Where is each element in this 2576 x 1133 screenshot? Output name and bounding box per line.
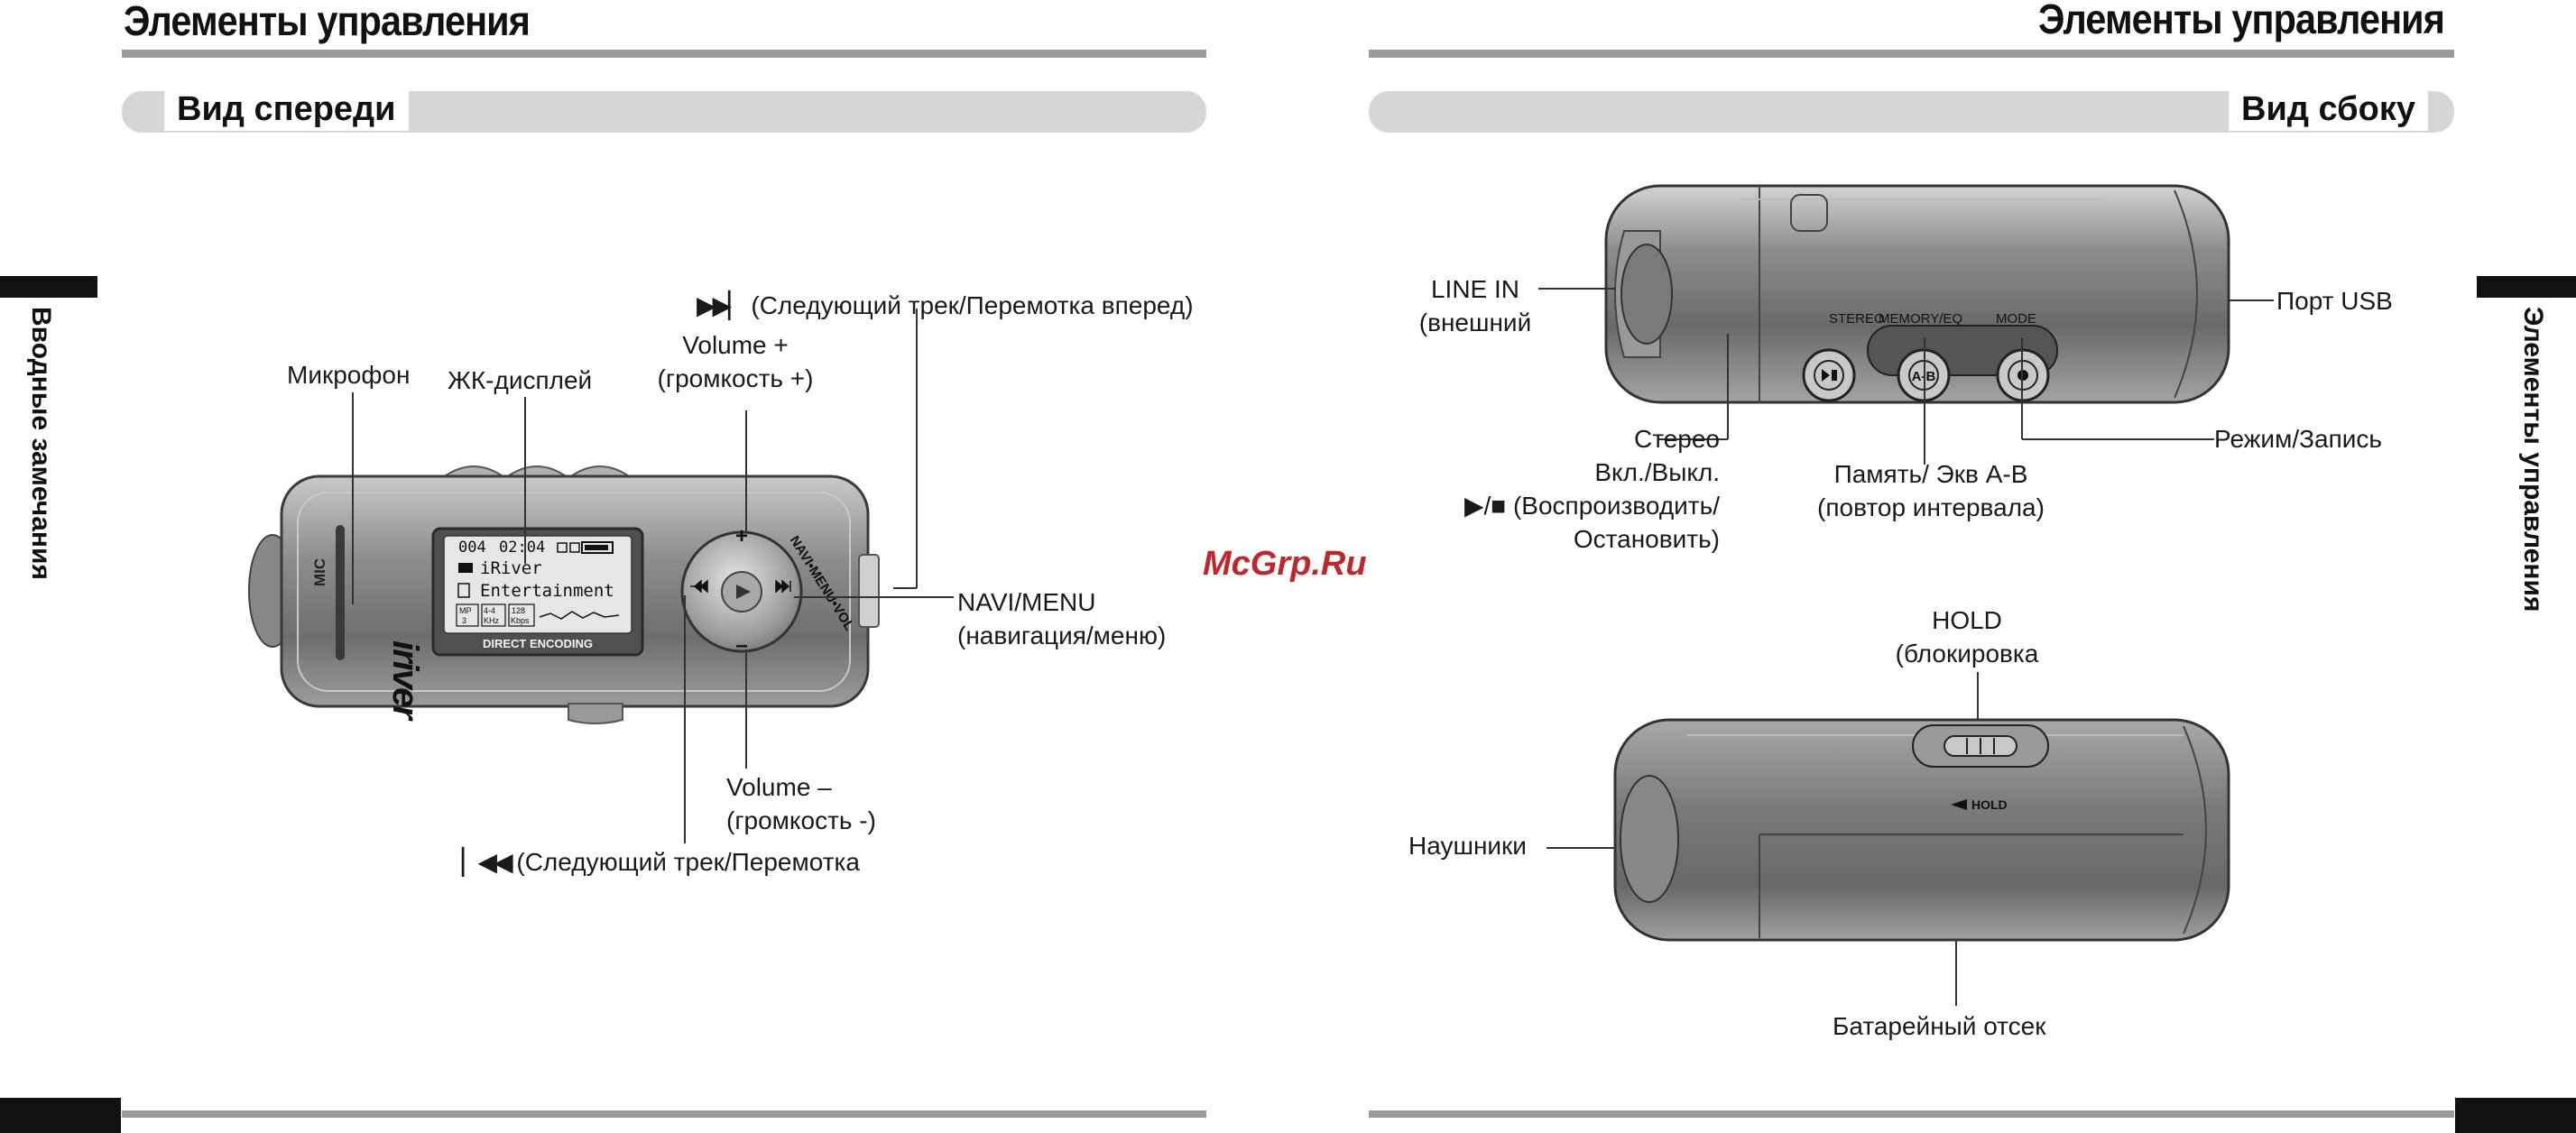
lcd-badge1b: 3 [462,616,466,625]
lcd-time: 02:04 [499,539,545,557]
label-stereo-play: Стерео Вкл./Выкл. ▶/■ (Воспроизводить/ О… [1408,422,1720,556]
label-usb-port: Порт USB [2276,287,2393,315]
label-stereo: Стерео [1633,425,1720,453]
label-prev-track: ▏◀◀ (Следующий трек/Перемотка [462,845,860,879]
battery-icon [581,541,614,554]
side-top-device-illustration: STEREO MEMORY/EQ MODE A-B [1604,184,2230,404]
next-mark-icon [775,579,791,594]
label-stop: Остановить) [1573,525,1720,553]
stereo-mark: STEREO [1829,311,1885,327]
label-volume-minus-ru: (громкость -) [726,806,876,834]
mic-text: MIC [311,558,328,586]
label-next-track-text: (Следующий трек/Перемотка вперед) [751,291,1194,319]
lcd-waveform [539,611,620,620]
line-in-jack[interactable] [1620,244,1673,345]
side-leader-lines [1538,288,2274,1006]
label-hold-ru: (блокировка [1895,640,2039,668]
section-title-side: Вид сбоку [2229,88,2428,131]
headphone-jack[interactable] [1620,775,1679,903]
prev-track-icon: ▏◀◀ [462,848,513,876]
side-tab-right-text: Элементы управления [2518,307,2548,613]
watermark: McGrp.Ru [1203,545,1367,583]
section-title-front: Вид спереди [164,88,409,131]
lcd-line2: Entertainment [480,581,614,601]
label-lcd: ЖК-дисплей [448,366,593,394]
label-battery: Батарейный отсек [1833,1012,2046,1040]
side-tab-left-text: Вводные замечания [26,307,56,580]
label-volume-minus-en: Volume – [726,773,832,801]
vol-plus-mark: + [735,524,748,548]
label-play-line: ▶/■ (Воспроизводить/ [1408,489,1720,522]
footer-tab-right [2455,1098,2576,1133]
label-volume-minus: Volume – (громкость -) [726,770,876,837]
label-mode-record: Режим/Запись [2214,425,2382,453]
label-headphones: Наушники [1408,832,1527,860]
lock-icon [557,542,568,553]
lcd-track: 004 [458,539,486,557]
lcd-badge2b: KHz [484,616,500,625]
side-tab-right [2477,276,2576,298]
label-navi-menu-en: NAVI/MENU [957,588,1096,616]
header-rule-left [122,50,1206,58]
label-navi-menu: NAVI/MENU (навигация/меню) [957,585,1166,652]
lcd-badge3a: 128 [512,606,525,615]
lcd-badge1a: MP [459,606,472,615]
footer-rule-left [122,1110,1206,1118]
label-next-track: ▶▶▏ (Следующий трек/Перемотка вперед) [697,289,1194,322]
label-microphone: Микрофон [287,361,411,389]
page-title-left: Элементы управления [124,0,531,44]
label-memory-ru: (повтор интервала) [1817,493,2045,521]
prev-mark-icon [690,579,708,594]
hold-mark: HOLD [1971,797,2008,812]
lcd-badge2a: 4-4 [484,606,495,615]
label-volume-plus-en: Volume + [682,331,789,359]
footer-rule-right [1369,1110,2454,1118]
label-memory-eq: Память/ Экв A-B (повтор интервала) [1805,457,2057,524]
label-volume-plus-ru: (громкость +) [657,364,814,392]
label-memory-en: Память/ Экв A-B [1833,460,2028,488]
label-line-in-ru: (внешний [1418,309,1532,336]
brand-logo-text: iriver [385,640,425,722]
memory-eq-mark: MEMORY/EQ [1879,311,1962,327]
side-tab-left [0,276,97,298]
label-play: (Воспроизводить/ [1512,492,1720,520]
lcd-line1: iRiver [480,558,542,578]
label-navi-menu-ru: (навигация/меню) [957,622,1167,649]
lock-icon-2 [569,542,580,553]
label-hold-en: HOLD [1932,606,2002,634]
next-track-icon: ▶▶▏ [697,291,748,319]
front-leader-lines [352,309,954,843]
label-line-in: LINE IN (внешний [1408,272,1543,339]
lcd-footer: DIRECT ENCODING [483,637,593,650]
lcd-badge3b: Kbps [511,616,530,625]
label-volume-plus: Volume + (громкость +) [632,328,839,395]
play-stop-icon: ▶/■ [1463,492,1513,520]
label-prev-track-text: (Следующий трек/Перемотка [516,848,860,876]
side-bottom-device-illustration: HOLD [1613,718,2230,942]
label-onoff: Вкл./Выкл. [1594,458,1720,486]
label-hold: HOLD (блокировка [1877,603,2057,670]
mode-mark: MODE [1996,311,2036,327]
footer-tab-left [0,1098,121,1133]
file-icon [457,583,470,598]
header-rule-right [1369,50,2454,58]
front-device-illustration: MIC iriver 004 02:04 iRiver Entertainmen… [248,465,880,724]
vol-minus-mark: – [735,633,747,658]
label-line-in-en: LINE IN [1430,275,1520,303]
page-title-right: Элементы управления [2038,0,2445,42]
folder-icon [458,563,473,573]
